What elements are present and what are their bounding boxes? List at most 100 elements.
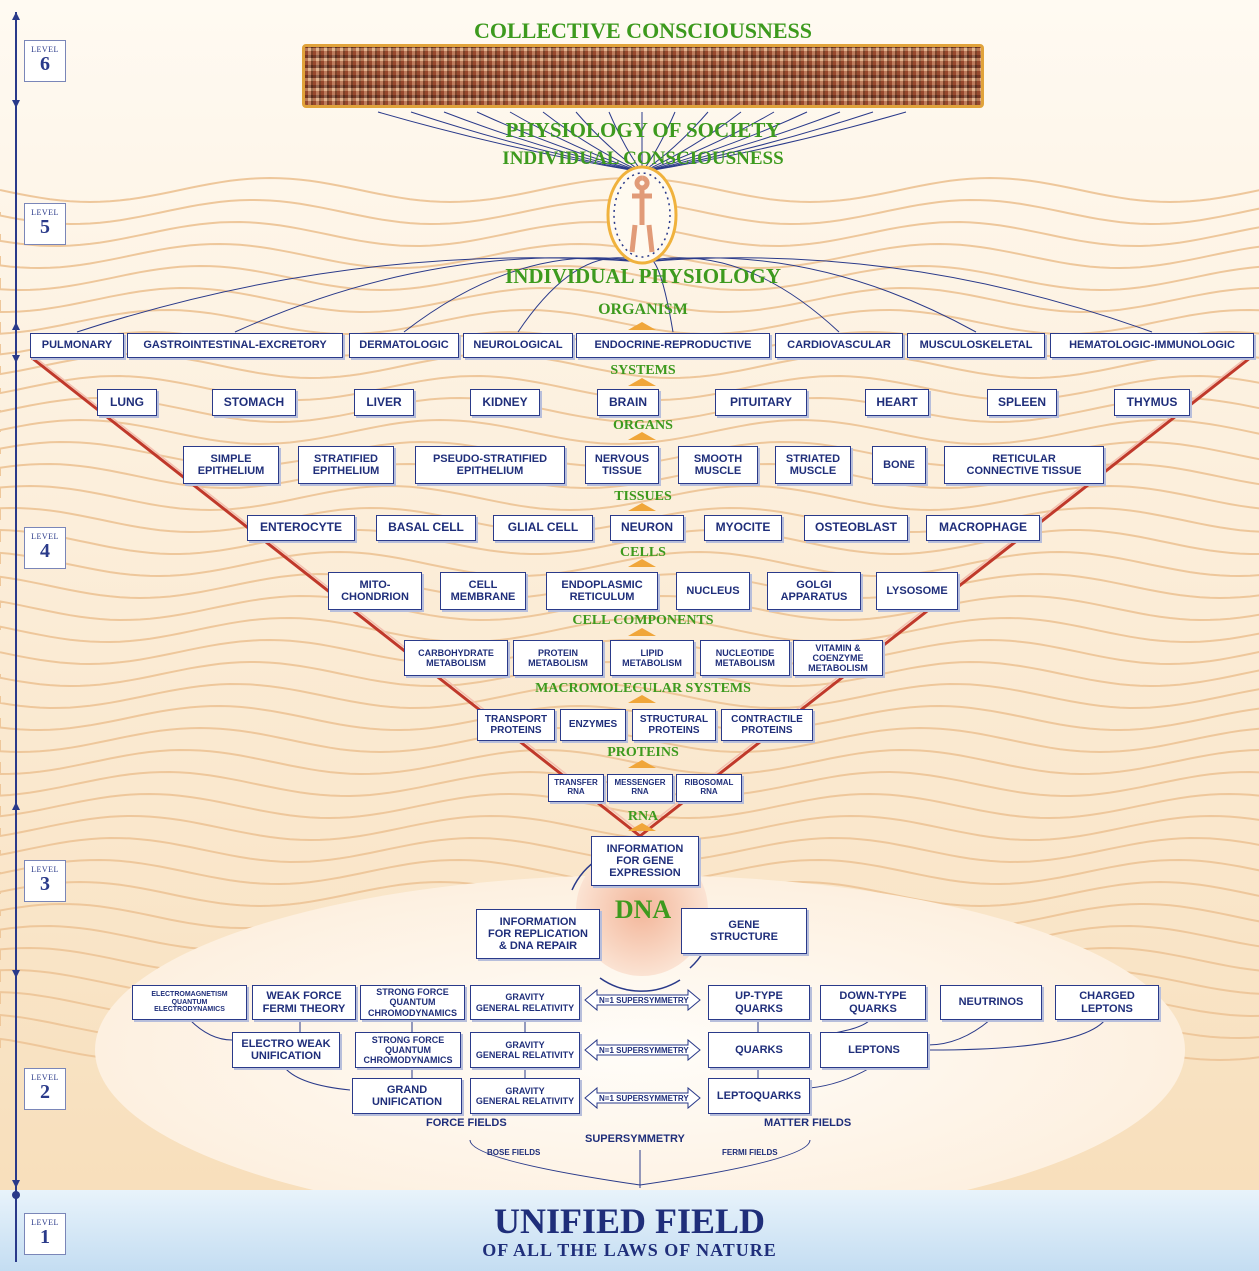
level-up-arrow	[628, 378, 656, 386]
system-connector	[641, 257, 977, 333]
system-connector	[641, 257, 1153, 333]
tissue-box-0: SIMPLE EPITHELIUM	[183, 446, 279, 484]
protein-box-2: STRUCTURAL PROTEINS	[632, 709, 716, 741]
system-box-6: MUSCULOSKELETAL	[907, 333, 1045, 358]
leptoquarks-box: LEPTOQUARKS	[708, 1078, 810, 1114]
tissue-box-6: BONE	[872, 446, 926, 484]
protein-box-3: CONTRACTILE PROTEINS	[721, 709, 813, 741]
heading-physiology-of-society: PHYSIOLOGY OF SOCIETY	[505, 118, 781, 142]
wave-line	[0, 264, 1259, 292]
heading-collective-consciousness: COLLECTIVE CONSCIOUSNESS	[473, 18, 813, 43]
society-connector	[641, 111, 742, 173]
cell-box-0: ENTEROCYTE	[247, 515, 355, 541]
rna-box-1: MESSENGER RNA	[607, 774, 673, 802]
component-box-2: ENDOPLASMIC RETICULUM	[546, 572, 658, 610]
electromagnetism-box: ELECTROMAGNETISM QUANTUM ELECTRODYNAMICS	[132, 985, 247, 1020]
replication-repair-box: INFORMATION FOR REPLICATION & DNA REPAIR	[476, 909, 600, 959]
metabolism-box-3: NUCLEOTIDE METABOLISM	[700, 640, 790, 676]
component-box-4: GOLGI APPARATUS	[767, 572, 861, 610]
society-connector	[377, 111, 643, 173]
metabolism-box-1: PROTEIN METABOLISM	[513, 640, 603, 676]
tissue-box-7: RETICULAR CONNECTIVE TISSUE	[944, 446, 1104, 484]
gravity-box-2: GRAVITY GENERAL RELATIVITY	[470, 1032, 580, 1068]
heading-organism: ORGANISM	[598, 301, 688, 318]
heading-dna: DNA	[614, 895, 672, 924]
heading-individual-consciousness: INDIVIDUAL CONSCIOUSNESS	[502, 148, 784, 169]
heading-systems: SYSTEMS	[610, 363, 676, 378]
gravity-box-3: GRAVITY GENERAL RELATIVITY	[470, 1078, 580, 1114]
society-connector	[542, 111, 643, 173]
tissue-box-2: PSEUDO-STRATIFIED EPITHELIUM	[415, 446, 565, 484]
heading-macromolecular-systems: MACROMOLECULAR SYSTEMS	[535, 681, 751, 696]
system-box-2: DERMATOLOGIC	[349, 333, 459, 358]
system-box-1: GASTROINTESTINAL-EXCRETORY	[127, 333, 343, 358]
unified-field-title: UNIFIED FIELD	[493, 1201, 766, 1241]
wave-line	[0, 352, 1259, 380]
tissue-box-1: STRATIFIED EPITHELIUM	[298, 446, 394, 484]
fermi-fields-label: FERMI FIELDS	[722, 1148, 778, 1157]
organ-box-0: LUNG	[97, 389, 157, 416]
strong-force-box-2: STRONG FORCE QUANTUM CHROMODYNAMICS	[355, 1032, 461, 1068]
tissue-box-4: SMOOTH MUSCLE	[678, 446, 758, 484]
protein-box-0: TRANSPORT PROTEINS	[477, 709, 555, 741]
down-type-quarks-box: DOWN-TYPE QUARKS	[820, 985, 926, 1020]
component-box-3: NUCLEUS	[676, 572, 750, 610]
system-box-3: NEUROLOGICAL	[463, 333, 573, 358]
leptons-box: LEPTONS	[820, 1032, 928, 1068]
component-box-5: LYSOSOME	[876, 572, 958, 610]
organ-box-6: HEART	[865, 389, 929, 416]
organ-box-1: STOMACH	[212, 389, 296, 416]
wave-line	[0, 286, 1259, 314]
supersymmetry-label: SUPERSYMMETRY	[585, 1133, 685, 1145]
society-connector	[410, 111, 643, 173]
wave-line	[0, 418, 1259, 446]
society-connector	[509, 111, 643, 173]
wave-line	[0, 308, 1259, 336]
organ-box-8: THYMUS	[1114, 389, 1190, 416]
heading-tissues: TISSUES	[614, 489, 672, 504]
metabolism-box-2: LIPID METABOLISM	[610, 640, 694, 676]
level-up-arrow	[628, 322, 656, 330]
organ-box-4: BRAIN	[597, 389, 659, 416]
system-box-5: CARDIOVASCULAR	[775, 333, 903, 358]
rna-box-2: RIBOSOMAL RNA	[676, 774, 742, 802]
gene-expression-box: INFORMATION FOR GENE EXPRESSION	[591, 836, 699, 886]
force-fields-label: FORCE FIELDS	[426, 1117, 507, 1129]
organ-box-5: PITUITARY	[715, 389, 807, 416]
wave-line	[0, 748, 1259, 776]
heading-cell-components: CELL COMPONENTS	[572, 613, 714, 628]
tissue-box-5: STRIATED MUSCLE	[775, 446, 851, 484]
charged-leptons-box: CHARGED LEPTONS	[1055, 985, 1159, 1020]
level-up-arrow	[628, 823, 656, 831]
level-up-arrow	[628, 628, 656, 636]
neutrinos-box: NEUTRINOS	[940, 985, 1042, 1020]
level-up-arrow	[628, 760, 656, 768]
level-up-arrow	[628, 695, 656, 703]
strong-force-box-1: STRONG FORCE QUANTUM CHROMODYNAMICS	[360, 985, 465, 1020]
organ-box-3: KIDNEY	[470, 389, 540, 416]
component-box-0: MITO- CHONDRION	[328, 572, 422, 610]
wave-line	[0, 396, 1259, 424]
component-box-1: CELL MEMBRANE	[440, 572, 526, 610]
cell-box-4: MYOCITE	[704, 515, 782, 541]
supersymmetry-arrow-3-label: N=1 SUPERSYMMETRY	[599, 1094, 689, 1103]
system-box-7: HEMATOLOGIC-IMMUNOLOGIC	[1050, 333, 1254, 358]
level-up-arrow	[628, 559, 656, 567]
system-box-0: PULMONARY	[30, 333, 124, 358]
heading-proteins: PROTEINS	[607, 745, 679, 760]
cell-box-5: OSTEOBLAST	[804, 515, 908, 541]
electroweak-unification-box: ELECTRO WEAK UNIFICATION	[232, 1032, 340, 1068]
wave-line	[0, 616, 1259, 644]
wave-line	[0, 528, 1259, 555]
cell-box-6: MACROPHAGE	[926, 515, 1040, 541]
weak-force-box: WEAK FORCE FERMI THEORY	[252, 985, 356, 1020]
cell-box-3: NEURON	[610, 515, 684, 541]
society-connector	[641, 111, 841, 173]
level-up-arrow	[628, 503, 656, 511]
cell-box-1: BASAL CELL	[376, 515, 476, 541]
